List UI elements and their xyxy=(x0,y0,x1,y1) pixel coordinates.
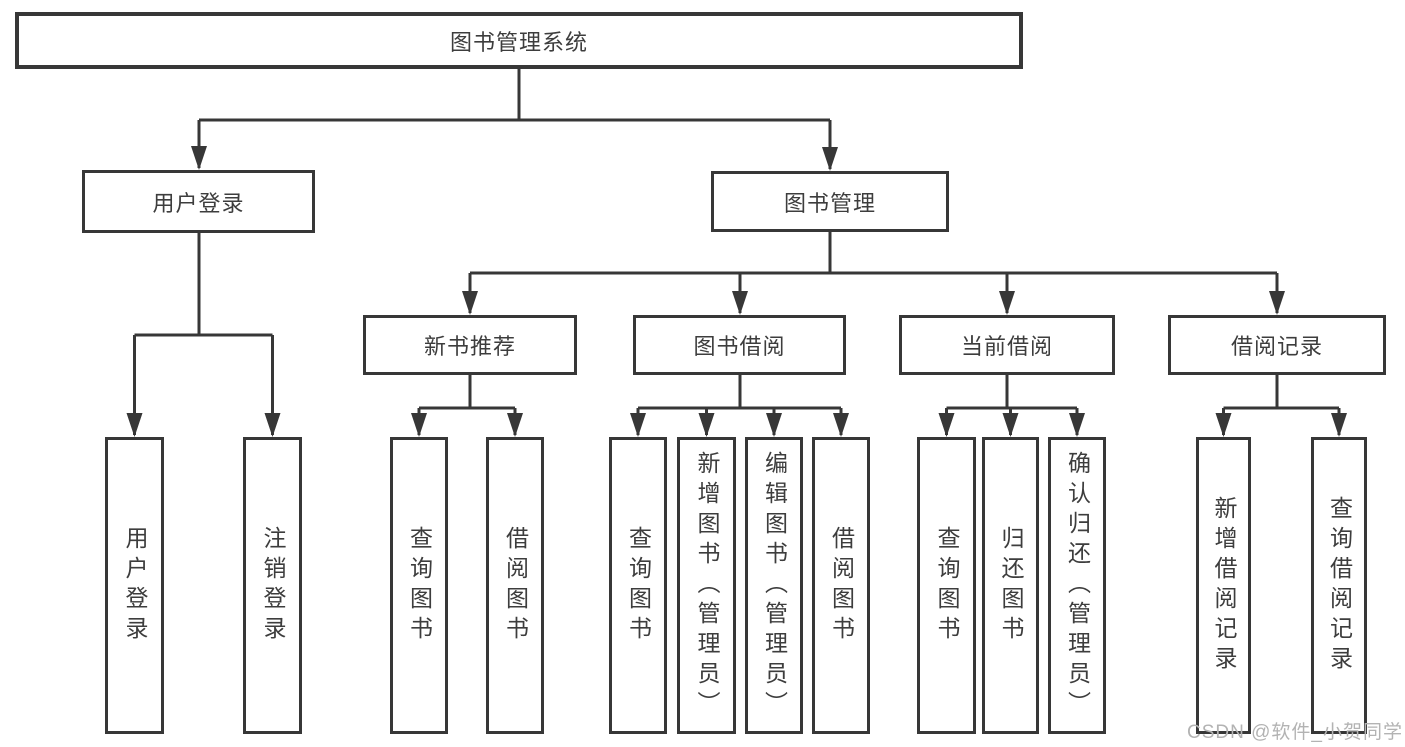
node-label: 新增借阅记录 xyxy=(1211,495,1237,676)
node-book-borrow: 图书借阅 xyxy=(633,315,846,375)
node-user-login: 用户登录 xyxy=(82,170,315,233)
leaf-return-books: 归还图书 xyxy=(982,437,1039,734)
node-label: 确认归还（管理员） xyxy=(1064,450,1091,721)
node-label: 新书推荐 xyxy=(423,334,516,359)
node-label: 查询图书 xyxy=(406,525,433,646)
leaf-query-books-current: 查询图书 xyxy=(917,437,976,734)
node-label: 新增图书（管理员） xyxy=(694,450,720,721)
node-borrow-records: 借阅记录 xyxy=(1168,315,1386,375)
csdn-watermark: CSDN @软件_小贺同学 xyxy=(1187,722,1403,743)
node-label: 图书管理系统 xyxy=(449,29,588,55)
node-label: 查询图书 xyxy=(625,525,652,646)
node-label: 借阅图书 xyxy=(828,525,855,646)
leaf-query-borrow-record: 查询借阅记录 xyxy=(1311,437,1367,734)
leaf-borrow-books-recommend: 借阅图书 xyxy=(486,437,544,734)
leaf-user-login: 用户登录 xyxy=(105,437,164,734)
node-new-book-recommend: 新书推荐 xyxy=(363,315,577,375)
leaf-query-books-recommend: 查询图书 xyxy=(390,437,448,734)
leaf-add-books-admin: 新增图书（管理员） xyxy=(677,437,736,734)
node-current-borrow: 当前借阅 xyxy=(899,315,1115,375)
leaf-borrow-books: 借阅图书 xyxy=(812,437,870,734)
node-label: 图书管理 xyxy=(783,190,876,216)
node-label: 查询借阅记录 xyxy=(1326,495,1353,676)
node-label: 用户登录 xyxy=(152,190,245,216)
leaf-logout: 注销登录 xyxy=(243,437,302,734)
node-label: 归还图书 xyxy=(998,525,1024,646)
node-label: 注销登录 xyxy=(260,525,286,646)
leaf-add-borrow-record: 新增借阅记录 xyxy=(1196,437,1251,734)
leaf-edit-books-admin: 编辑图书（管理员） xyxy=(745,437,803,734)
node-label: 查询图书 xyxy=(934,525,960,646)
node-label: 借阅图书 xyxy=(502,525,529,646)
node-label: 借阅记录 xyxy=(1230,334,1323,359)
connector-drops xyxy=(133,120,1341,435)
leaf-query-books-borrow: 查询图书 xyxy=(609,437,667,734)
node-label: 编辑图书（管理员） xyxy=(761,450,788,721)
node-root-system: 图书管理系统 xyxy=(15,12,1023,69)
leaf-confirm-return-admin: 确认归还（管理员） xyxy=(1048,437,1106,734)
node-label: 图书借阅 xyxy=(693,334,786,359)
node-label: 用户登录 xyxy=(122,525,148,646)
node-label: 当前借阅 xyxy=(960,334,1053,359)
node-book-management: 图书管理 xyxy=(711,171,949,232)
